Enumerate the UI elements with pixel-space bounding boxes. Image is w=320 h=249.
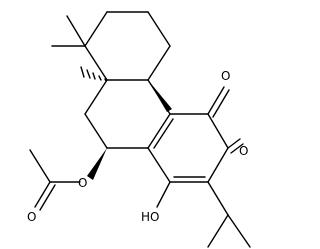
bond-c10a-c4b (147, 113, 171, 149)
bond-c8-oh (156, 181, 171, 208)
bond-c7-isopropyl (207, 181, 229, 216)
bond-c4-c4a (147, 45, 171, 81)
atom-hydroxyl: HO (141, 210, 159, 224)
atom-o-ester-double: O (27, 210, 36, 224)
bond-c6-c7 (207, 147, 229, 183)
molecule-structure: O O O O HO (27, 11, 251, 248)
bond-c6-o-double (230, 143, 244, 154)
hashed-methyl-bond (80, 66, 107, 82)
bond-c6-o (227, 138, 241, 149)
bond-carbonyl-methyl (29, 149, 51, 183)
bond-isopropyl-methyl-2 (227, 214, 251, 248)
bond-c9-c10 (84, 113, 108, 149)
atom-o-ketone-right: O (239, 144, 248, 158)
atom-o-ester-single: O (78, 176, 87, 190)
bond-c5-c6 (207, 113, 229, 149)
wedge-acetate-bond (87, 148, 107, 180)
bond-gem-c-to-c2 (84, 11, 108, 47)
bond-c8a-gem-c (84, 45, 108, 81)
bond-c5-o-double (212, 89, 230, 118)
bond-c8a-c9 (84, 79, 108, 115)
bond-carbonyl-o-double (39, 184, 56, 211)
bond-c5-o (207, 86, 225, 115)
bond-c10a-c4b-double (153, 118, 174, 149)
bond-c8-c10a (147, 147, 171, 183)
bond-isopropyl-methyl-1 (207, 214, 229, 248)
bond-c3-c4 (147, 11, 171, 47)
atom-o-ketone-upper: O (221, 69, 230, 83)
bond-carbonyl-o (34, 181, 51, 208)
bond-c4b-c4a (147, 79, 171, 115)
bond-gem-methyl-1 (66, 15, 86, 47)
